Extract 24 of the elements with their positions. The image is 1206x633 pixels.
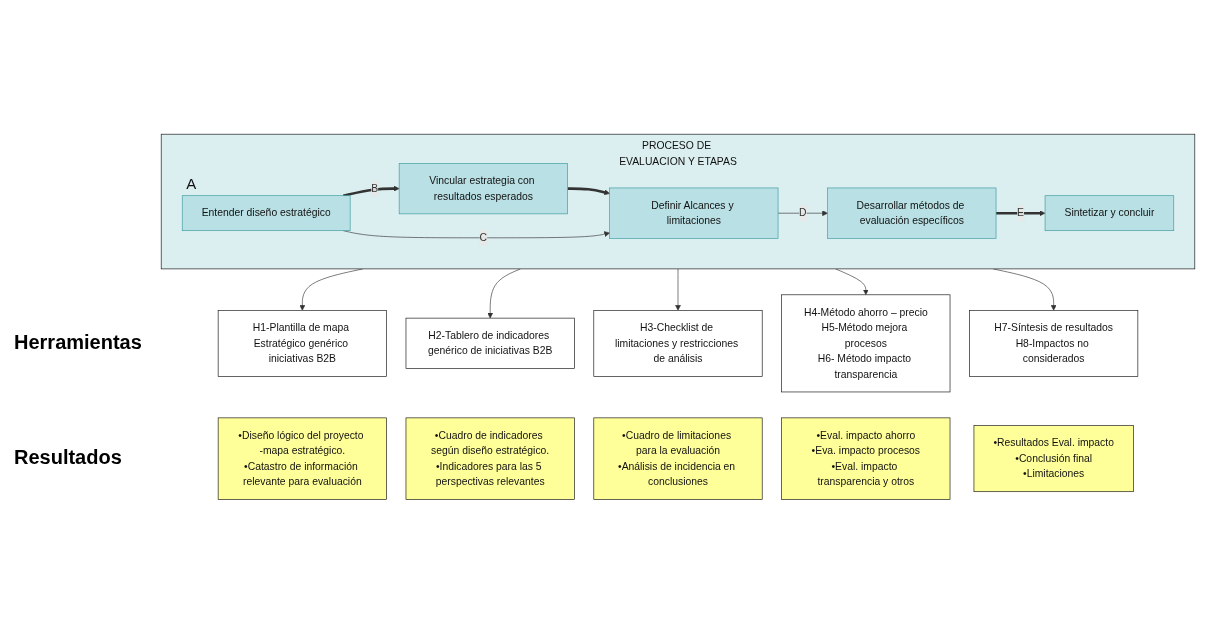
node-box: Definir Alcances y limitaciones bbox=[609, 187, 779, 239]
node-box: Sintetizar y concluir bbox=[1044, 195, 1175, 231]
node-box: Vincular estrategia con resultados esperados bbox=[398, 162, 568, 214]
node-box: H2-Tablero de indicadores genérico de iniciativas B2B bbox=[405, 317, 575, 369]
node-box: •Cuadro de indicadores según diseño estratégico. •Indicadores para las 5 perspectivas relevantes bbox=[405, 417, 575, 500]
arrow bbox=[567, 186, 610, 195]
edge-label: E bbox=[1017, 207, 1024, 219]
row-heading: Herramientas bbox=[14, 331, 142, 355]
row-heading: Resultados bbox=[14, 446, 122, 470]
node-box: •Cuadro de limitaciones para la evaluación •Análisis de incidencia en conclusiones bbox=[593, 417, 763, 500]
arrow bbox=[996, 210, 1046, 216]
node-box: H7-Síntesis de resultados H8-Impactos no considerados bbox=[969, 309, 1139, 377]
edge-label: B bbox=[371, 182, 379, 194]
node-box: Entender diseño estratégico bbox=[181, 195, 351, 231]
edge-label: D bbox=[799, 207, 807, 219]
node-box: H1-Plantilla de mapa Estratégico genérico iniciativas B2B bbox=[217, 309, 387, 377]
node-box: •Resultados Eval. impacto •Conclusión final •Limitaciones bbox=[973, 425, 1134, 492]
arrow bbox=[342, 185, 400, 197]
node-box: •Diseño lógico del proyecto -mapa estratégico. •Catastro de información relevante para evaluación bbox=[217, 417, 387, 500]
node-box: Desarrollar métodos de evaluación específicos bbox=[827, 187, 997, 239]
node-box: H3-Checklist de limitaciones y restricciones de análisis bbox=[593, 309, 763, 377]
node-box: H4-Método ahorro – precio H5-Método mejora procesos H6- Método impacto transparencia bbox=[781, 294, 951, 392]
edge-label: C bbox=[479, 231, 488, 243]
node-box: •Eval. impacto ahorro •Eva. impacto procesos •Eval. impacto transparencia y otros bbox=[781, 417, 951, 500]
